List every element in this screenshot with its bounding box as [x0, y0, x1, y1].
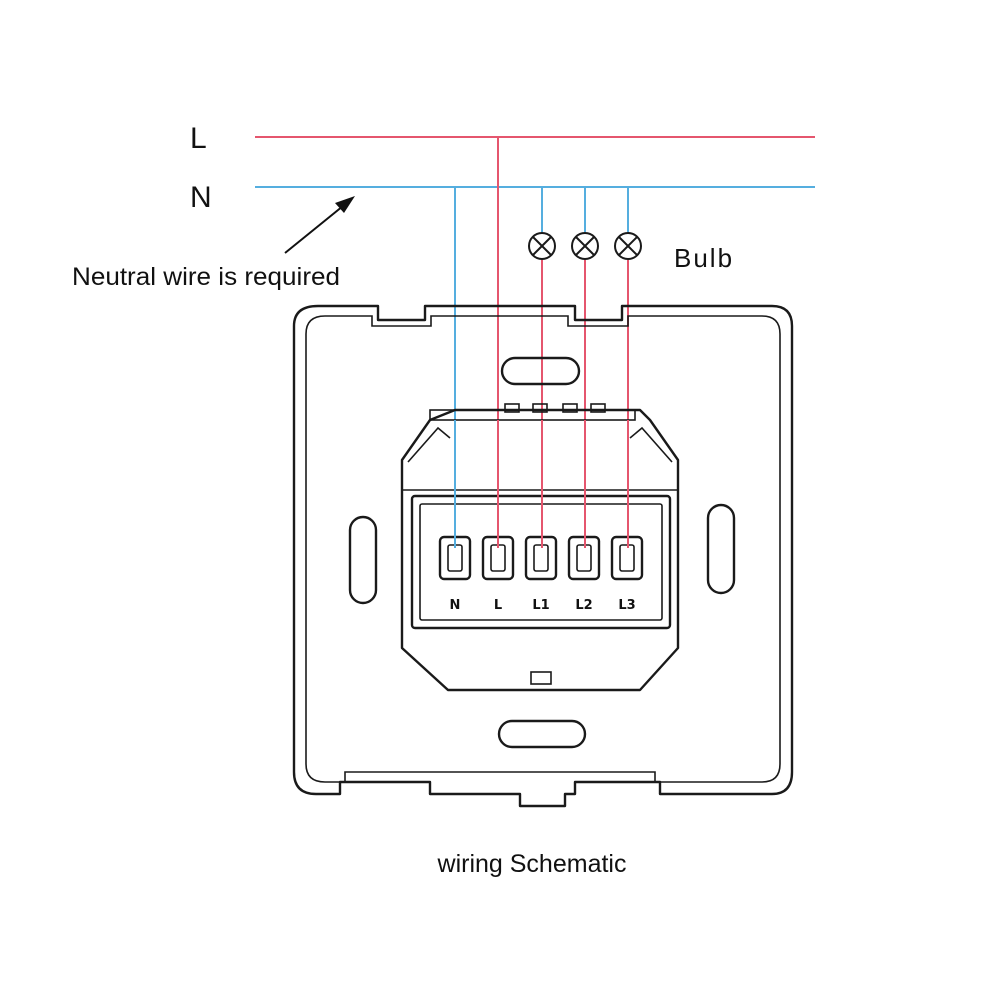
- left-mounting-slot: [348, 515, 378, 605]
- bulb-3-icon: [614, 232, 642, 260]
- line-label: L: [190, 122, 207, 155]
- top-mounting-slot: [500, 356, 581, 386]
- neutral-note-arrow: [284, 196, 355, 254]
- neutral-label: N: [190, 181, 212, 214]
- right-mounting-slot: [706, 503, 736, 595]
- terminal-label-l1: L1: [532, 598, 549, 613]
- module-bottom-tab: [530, 671, 552, 685]
- switch-module-housing: [400, 408, 680, 692]
- terminal-label-l2: L2: [575, 598, 592, 613]
- bottom-mounting-slot: [497, 719, 587, 749]
- terminal-label-l: L: [494, 598, 502, 613]
- terminal-label-n: N: [450, 598, 461, 613]
- bulb-1-icon: [528, 232, 556, 260]
- bulb-label: Bulb: [674, 243, 734, 273]
- diagram-caption: wiring Schematic: [437, 850, 627, 878]
- neutral-note: Neutral wire is required: [72, 263, 340, 291]
- bulb-2-icon: [571, 232, 599, 260]
- terminal-label-l3: L3: [618, 598, 635, 613]
